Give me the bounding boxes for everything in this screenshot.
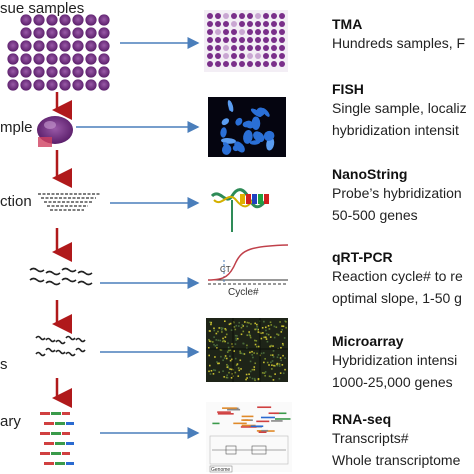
reaction-label: ction xyxy=(0,193,32,210)
nanostring-title: NanoString xyxy=(332,166,408,182)
pcr-plot xyxy=(207,244,289,285)
row-fish: FISH Single sample, localiz hybridizatio… xyxy=(332,81,467,141)
tissue-samples-label: sue samples xyxy=(0,0,85,17)
tma-thumbnail xyxy=(204,10,288,72)
nanostring-desc-line2: 50-500 genes xyxy=(332,207,418,223)
microarray-step-label: s xyxy=(0,356,8,373)
row-tma: TMA Hundreds samples, F xyxy=(332,16,465,54)
nanostring-desc-line1: Probe’s hybridization xyxy=(332,185,462,201)
genome-label: Genome xyxy=(211,467,230,473)
pcr-curve xyxy=(207,244,289,281)
qrtpcr-desc-line2: optimal slope, 1-50 g xyxy=(332,290,462,306)
row-microarray: Microarray Hybridization intensi 1000-25… xyxy=(332,333,457,393)
microarray-title: Microarray xyxy=(332,333,404,349)
row-rnaseq: RNA-seq Transcripts# Whole transcriptome xyxy=(332,411,460,471)
tma-desc-line1: Hundreds samples, F xyxy=(332,35,466,51)
pcr-threshold-label: CT xyxy=(220,265,231,274)
rnaseq-title: RNA-seq xyxy=(332,411,392,427)
nanostring-probe-image xyxy=(210,188,270,232)
rnaseq-image xyxy=(206,402,292,473)
rnaseq-desc-line1: Transcripts# xyxy=(332,430,409,446)
tissue-grid xyxy=(7,14,110,91)
fish-image xyxy=(208,97,286,157)
microarray-desc-line2: 1000-25,000 genes xyxy=(332,374,453,390)
fish-title: FISH xyxy=(332,81,364,97)
row-qrtpcr: qRT-PCR Reaction cycle# to re optimal sl… xyxy=(332,249,463,309)
tma-title: TMA xyxy=(332,16,363,32)
rnaseq-desc-line2: Whole transcriptome xyxy=(332,452,461,468)
row-nanostring: NanoString Probe’s hybridization 50-500 … xyxy=(332,166,462,226)
fish-desc-line2: hybridization intensit xyxy=(332,122,459,138)
molecule-strands xyxy=(29,193,100,465)
microarray-desc-line1: Hybridization intensi xyxy=(332,352,458,368)
microarray-image xyxy=(206,318,288,382)
fish-desc-line1: Single sample, localiz xyxy=(332,100,467,116)
qrtpcr-desc-line1: Reaction cycle# to re xyxy=(332,268,463,284)
single-sample-label: mple xyxy=(0,119,33,136)
library-label: ary xyxy=(0,413,21,430)
qrtpcr-title: qRT-PCR xyxy=(332,249,393,265)
pcr-axis-label: Cycle# xyxy=(228,287,259,298)
